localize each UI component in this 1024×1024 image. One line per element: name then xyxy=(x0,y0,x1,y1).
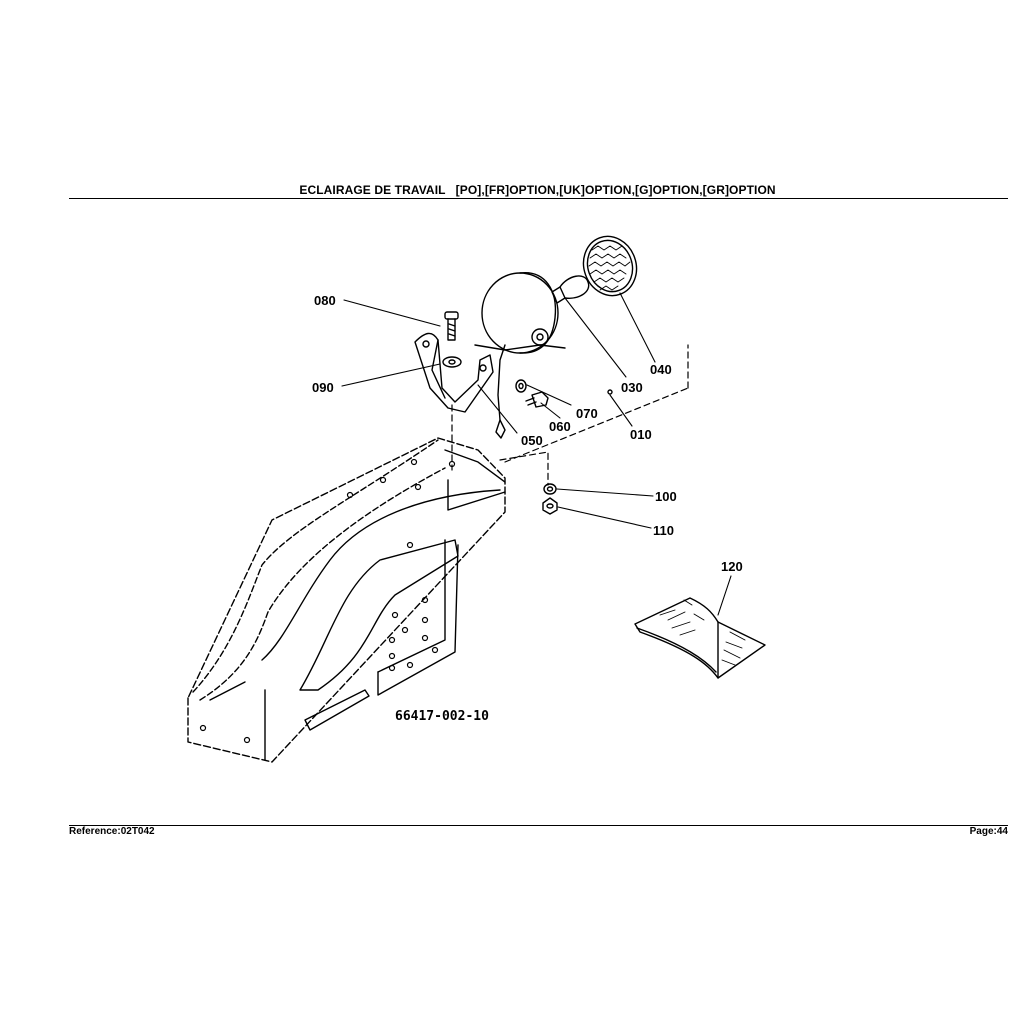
callout-080: 080 xyxy=(314,293,336,308)
header-divider xyxy=(69,198,1008,199)
callout-040: 040 xyxy=(650,362,672,377)
drawing-code: 66417-002-10 xyxy=(395,709,489,724)
callout-060: 060 xyxy=(549,419,571,434)
lens xyxy=(582,235,638,297)
callout-110: 110 xyxy=(653,523,674,538)
bracket xyxy=(414,332,494,413)
callout-070: 070 xyxy=(576,406,598,421)
callout-120: 120 xyxy=(721,559,743,574)
callout-030: 030 xyxy=(621,380,643,395)
page-title: ECLAIRAGE DE TRAVAIL [PO],[FR]OPTION,[UK… xyxy=(299,183,776,197)
page-number: Page:44 xyxy=(969,826,1008,837)
callout-labels: 080 090 050 060 070 010 030 040 100 110 … xyxy=(312,293,743,724)
callout-100: 100 xyxy=(655,489,677,504)
nuts xyxy=(542,483,558,515)
work-light xyxy=(474,272,566,439)
reference-number: Reference:02T042 xyxy=(69,826,155,837)
footer-divider xyxy=(69,825,1008,826)
manual-booklet xyxy=(634,597,766,679)
callout-050: 050 xyxy=(521,433,543,448)
fender-panel xyxy=(187,437,506,763)
reference-lines xyxy=(451,344,689,486)
callout-010: 010 xyxy=(630,427,652,442)
callout-090: 090 xyxy=(312,380,334,395)
leader-lines xyxy=(341,292,732,616)
bolt-and-washer xyxy=(442,311,462,368)
washer-and-screw xyxy=(515,379,549,408)
